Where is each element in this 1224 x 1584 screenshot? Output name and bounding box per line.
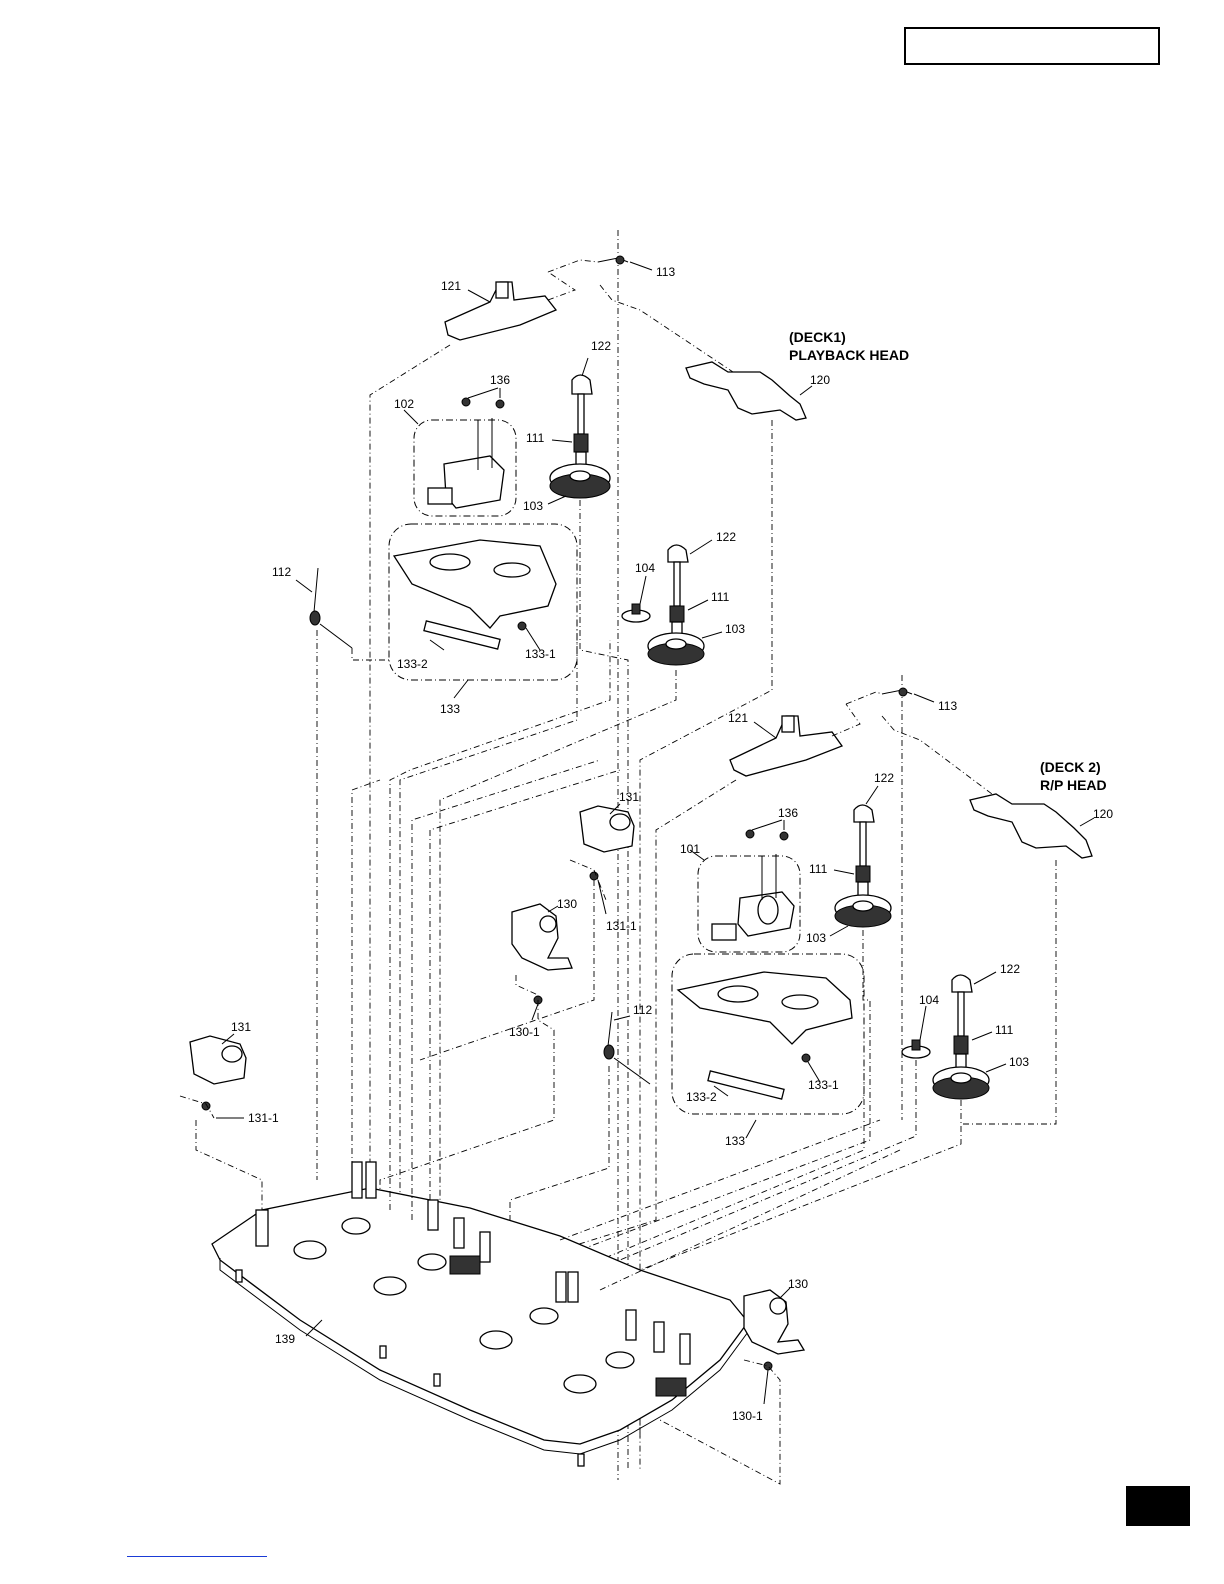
- label-133-deck1: 133: [440, 702, 460, 716]
- label-113-deck1: 113: [656, 265, 675, 279]
- label-122-deck1-a: 122: [591, 339, 611, 353]
- label-102: 102: [394, 397, 414, 411]
- label-103-deck2-b: 103: [1009, 1055, 1029, 1069]
- label-120-deck2: 120: [1093, 807, 1113, 821]
- label-130-1-right: 130-1: [732, 1409, 763, 1423]
- label-112-deck1: 112: [272, 565, 291, 579]
- deck1-subtitle: PLAYBACK HEAD: [789, 347, 909, 363]
- label-122-deck2-a: 122: [874, 771, 894, 785]
- label-131-1-left: 131-1: [248, 1111, 279, 1125]
- playback-head-102: [404, 388, 504, 508]
- label-133-2-deck1: 133-2: [397, 657, 428, 671]
- label-133-2-deck2: 133-2: [686, 1090, 717, 1104]
- label-133-1-deck1: 133-1: [525, 647, 556, 661]
- bracket-120-deck2: [970, 794, 1094, 858]
- lever-121-deck1: [445, 282, 556, 340]
- deck2-subtitle: R/P HEAD: [1040, 777, 1107, 793]
- label-133-deck2: 133: [725, 1134, 745, 1148]
- label-111-deck1-b: 111: [711, 590, 730, 604]
- label-103-deck2-a: 103: [806, 931, 826, 945]
- label-131-middle: 131: [619, 790, 639, 804]
- label-130-middle: 130: [557, 897, 577, 911]
- label-130-1-middle: 130-1: [509, 1025, 540, 1039]
- chassis-139: [212, 1162, 748, 1466]
- plate-133-deck2: [678, 972, 852, 1138]
- bracket-120-deck1: [686, 362, 812, 420]
- label-121-deck1: 121: [441, 279, 461, 293]
- label-139: 139: [275, 1332, 295, 1346]
- label-136-deck1: 136: [490, 373, 510, 387]
- label-111-deck2-a: 111: [809, 862, 828, 876]
- label-103-deck1-a: 103: [523, 499, 543, 513]
- label-111-deck1-a: 111: [526, 431, 545, 445]
- label-133-1-deck2: 133-1: [808, 1078, 839, 1092]
- label-131-1-middle: 131-1: [606, 919, 637, 933]
- label-131-left: 131: [231, 1020, 251, 1034]
- pinch-holder-131-left: [180, 1034, 262, 1220]
- plate-133-deck1: [394, 540, 556, 698]
- label-103-deck1-b: 103: [725, 622, 745, 636]
- label-104-deck2: 104: [919, 993, 939, 1007]
- label-120-deck1: 120: [810, 373, 830, 387]
- label-130-right: 130: [788, 1277, 808, 1291]
- deck1-title: (DECK1): [789, 329, 846, 345]
- label-113-deck2: 113: [938, 699, 957, 713]
- label-104-deck1: 104: [635, 561, 655, 575]
- label-122-deck2-b: 122: [1000, 962, 1020, 976]
- lever-121-deck2: [730, 716, 842, 776]
- label-112-deck2: 112: [633, 1003, 652, 1017]
- deck2-title: (DECK 2): [1040, 759, 1101, 775]
- label-101: 101: [680, 842, 700, 856]
- spring-112-deck1: [296, 568, 390, 1180]
- label-121-deck2: 121: [728, 711, 748, 725]
- rp-head-101: [690, 820, 794, 940]
- label-136-deck2: 136: [778, 806, 798, 820]
- label-111-deck2-b: 111: [995, 1023, 1014, 1037]
- gear-104-deck1: [622, 576, 650, 622]
- label-122-deck1-b: 122: [716, 530, 736, 544]
